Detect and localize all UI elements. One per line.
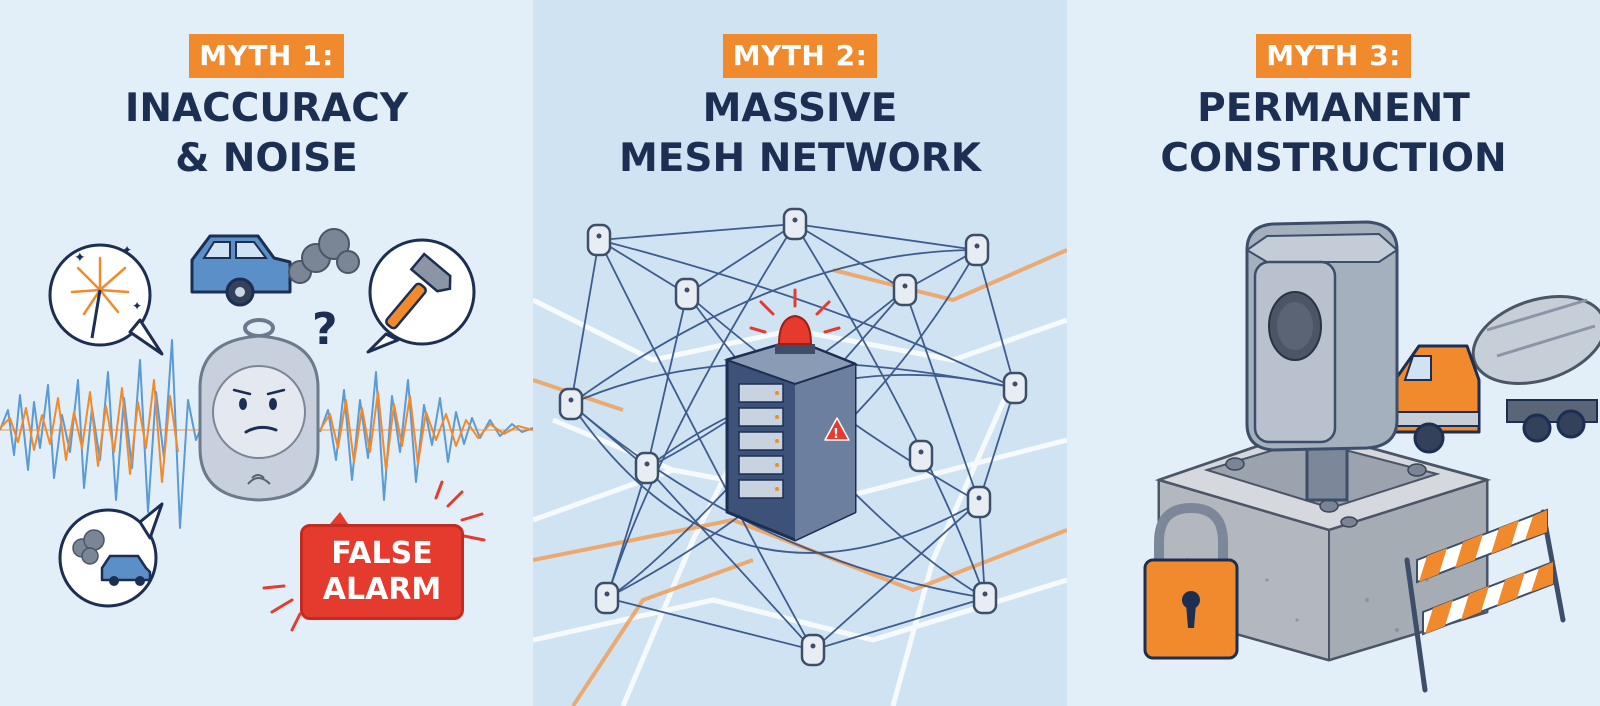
fireworks-icon: ✦ ✦ ✦: [48, 243, 164, 356]
myth-1-title-line-2: & NOISE: [175, 136, 358, 181]
panel-1-heading: MYTH 1: INACCURACY & NOISE: [0, 34, 533, 184]
padlock-icon: [1143, 502, 1239, 660]
panel-3-illustration: [1143, 220, 1600, 693]
myth-1-title-line-1: INACCURACY: [124, 86, 409, 131]
svg-text:!: !: [833, 427, 839, 442]
traffic-icon: [58, 502, 164, 608]
server-rack-icon: [723, 338, 858, 542]
myth-1-badge: MYTH 1:: [189, 34, 344, 78]
svg-text:✦: ✦: [132, 299, 142, 313]
myth-1-title: INACCURACY & NOISE: [0, 84, 533, 184]
panel-3-heading: MYTH 3: PERMANENT CONSTRUCTION: [1067, 34, 1600, 184]
panel-2-illustration: !: [533, 207, 1067, 706]
svg-text:✦: ✦: [74, 250, 86, 266]
svg-text:✦: ✦: [122, 243, 132, 257]
myth-3-title-line-1: PERMANENT: [1197, 86, 1470, 131]
panel-2-heading: MYTH 2: MASSIVE MESH NETWORK: [533, 34, 1067, 184]
panel-myth-2: MYTH 2: MASSIVE MESH NETWORK: [533, 0, 1067, 706]
car-exhaust-icon: [190, 228, 360, 307]
alarm-rays-icon: [262, 480, 486, 632]
myth-3-title-line-2: CONSTRUCTION: [1160, 136, 1507, 181]
question-mark-icon: ?: [312, 304, 338, 355]
myth-2-title-line-1: MASSIVE: [702, 86, 898, 131]
barricade-icon: [1404, 508, 1566, 693]
warning-icon: !: [824, 417, 850, 442]
panel-1-illustration: ✦ ✦ ✦ ?: [0, 228, 533, 632]
false-alarm-line-2: ALARM: [322, 572, 442, 607]
cement-truck-icon: [1393, 295, 1600, 454]
mounted-sensor-icon: [1245, 220, 1399, 502]
panel-myth-3: MYTH 3: PERMANENT CONSTRUCTION: [1067, 0, 1600, 706]
alarm-beacon-icon: [749, 288, 841, 354]
hammer-icon: [366, 238, 476, 354]
myth-2-badge: MYTH 2:: [722, 34, 878, 78]
myth-3-badge: MYTH 3:: [1256, 34, 1411, 78]
myth-2-title: MASSIVE MESH NETWORK: [533, 84, 1067, 184]
myth-3-title: PERMANENT CONSTRUCTION: [1067, 84, 1600, 184]
myth-2-title-line-2: MESH NETWORK: [618, 136, 982, 181]
mesh-node-icon: [558, 207, 1028, 667]
false-alarm-line-1: FALSE: [331, 536, 433, 571]
confused-sensor-icon: [198, 318, 320, 502]
panel-myth-1: MYTH 1: INACCURACY & NOISE: [0, 0, 533, 706]
false-alarm-callout: FALSE ALARM: [300, 524, 464, 620]
